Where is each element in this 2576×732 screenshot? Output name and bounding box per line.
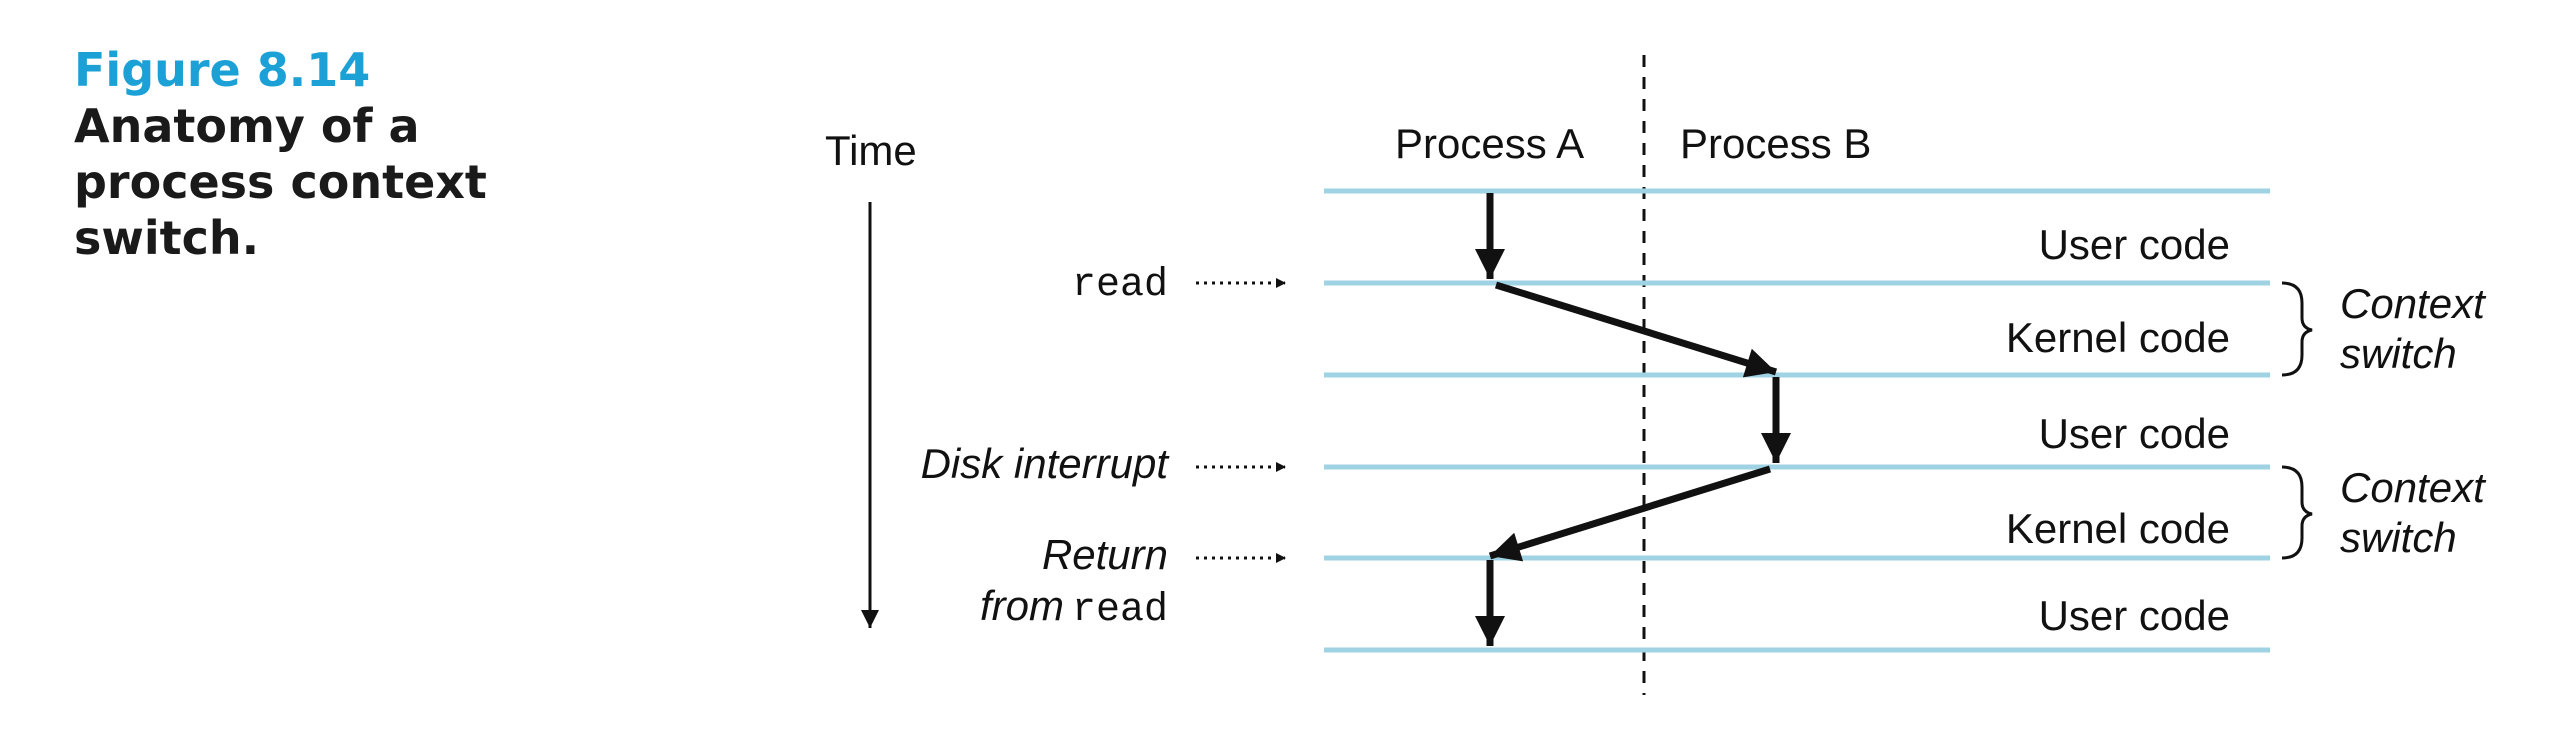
process-a-header: Process A [1395, 120, 1584, 167]
context-switch-label-1a: Context [2340, 280, 2487, 327]
context-switch-brace [2281, 465, 2313, 560]
context-switch-label-1b: switch [2340, 330, 2457, 377]
segment-label-kernel-1: Kernel code [2006, 314, 2230, 361]
event-disk-interrupt-label: Disk interrupt [921, 440, 1171, 487]
event-return-read-word: read [1072, 588, 1168, 633]
timeline-lines [1324, 188, 2270, 653]
context-switch-label-2a: Context [2340, 464, 2487, 511]
figure-title: Anatomy of a process context switch. [74, 99, 487, 265]
context-switch-brace [2281, 281, 2313, 377]
segment-label-kernel-2: Kernel code [2006, 505, 2230, 552]
figure-caption: Figure 8.14 Anatomy of a process context… [74, 42, 634, 266]
context-switch-label-2b: switch [2340, 514, 2457, 561]
segment-label-user-1: User code [2039, 221, 2230, 268]
execution-flow [1475, 193, 1791, 646]
switch-a-to-b-arrow [1494, 281, 1778, 378]
switch-b-to-a-arrow [1488, 465, 1772, 562]
process-b-header: Process B [1680, 120, 1871, 167]
segment-label-user-2: User code [2039, 410, 2230, 457]
figure-number: Figure 8.14 [74, 43, 371, 97]
event-return-from-word: from [980, 582, 1064, 629]
event-read-label: read [1072, 263, 1168, 308]
time-label: Time [825, 127, 917, 174]
event-return-label: Return [1042, 531, 1168, 578]
segment-label-user-3: User code [2039, 592, 2230, 639]
